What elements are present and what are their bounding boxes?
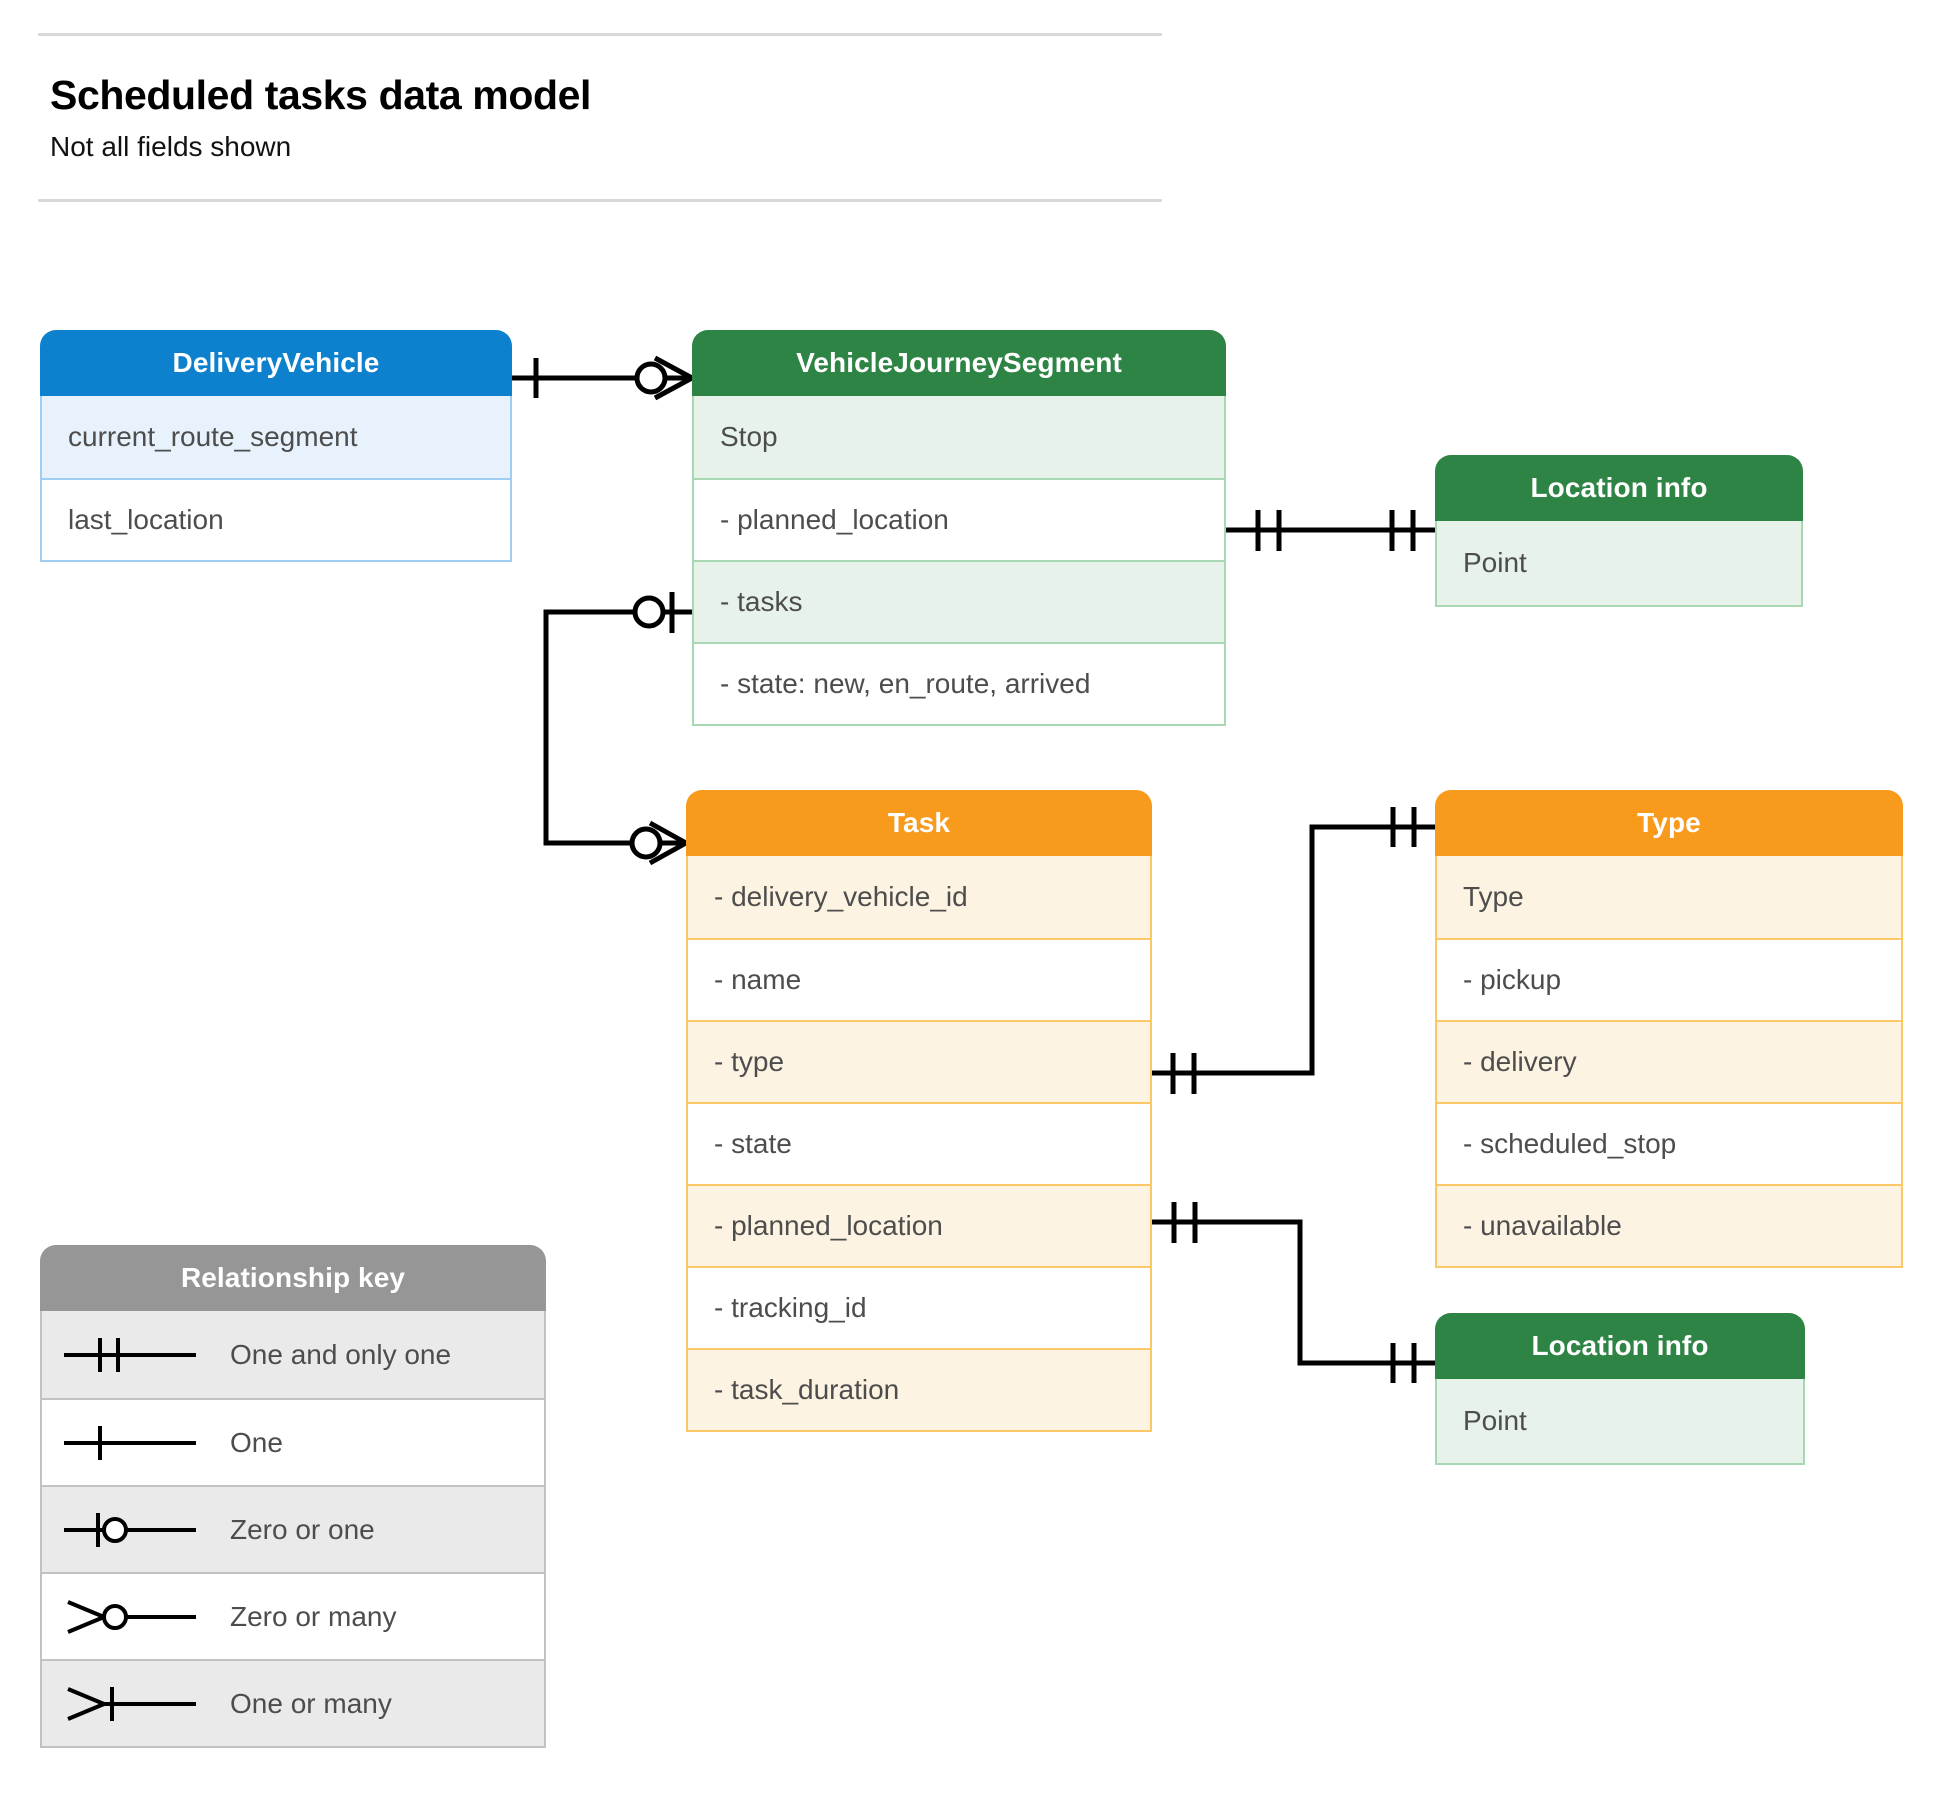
entity-delivery-vehicle[interactable]: DeliveryVehicle current_route_segment la… <box>40 330 512 562</box>
entity-type[interactable]: Type Type - pickup - delivery - schedule… <box>1435 790 1903 1268</box>
field-row[interactable]: - state: new, en_route, arrived <box>694 642 1224 724</box>
legend-title: Relationship key <box>40 1245 546 1311</box>
legend-item-label: One <box>230 1426 283 1458</box>
entity-task-title: Task <box>686 790 1152 856</box>
header-divider-bottom <box>38 199 1162 202</box>
entity-delivery-vehicle-body: current_route_segment last_location <box>40 396 512 562</box>
field-row[interactable]: - type <box>688 1020 1150 1102</box>
zero-or-one-symbol <box>42 1505 230 1555</box>
field-row[interactable]: last_location <box>42 478 510 560</box>
entity-vehicle-journey-segment-title: VehicleJourneySegment <box>692 330 1226 396</box>
entity-vehicle-journey-segment[interactable]: VehicleJourneySegment Stop - planned_loc… <box>692 330 1226 726</box>
field-row[interactable]: - planned_location <box>688 1184 1150 1266</box>
legend-item-label: Zero or one <box>230 1513 375 1545</box>
legend-relationship-key: Relationship key One and only one <box>40 1245 546 1748</box>
field-row[interactable]: Type <box>1437 856 1901 938</box>
legend-item: Zero or many <box>42 1572 544 1659</box>
field-row[interactable]: - state <box>688 1102 1150 1184</box>
page-title: Scheduled tasks data model <box>50 72 591 118</box>
entity-type-title: Type <box>1435 790 1903 856</box>
connector-task-locationinfo-bottom <box>1152 1219 1435 1366</box>
legend-item-label: Zero or many <box>230 1600 397 1632</box>
connector-vjs-task <box>543 609 692 846</box>
legend-item: One <box>42 1398 544 1485</box>
field-row[interactable]: current_route_segment <box>42 396 510 478</box>
entity-location-info-top[interactable]: Location info Point <box>1435 455 1803 607</box>
entity-vehicle-journey-segment-body: Stop - planned_location - tasks - state:… <box>692 396 1226 726</box>
field-row[interactable]: Point <box>1437 521 1801 605</box>
field-row[interactable]: - tasks <box>694 560 1224 642</box>
field-row[interactable]: - name <box>688 938 1150 1020</box>
one-and-only-one-symbol <box>42 1330 230 1380</box>
entity-location-info-top-title: Location info <box>1435 455 1803 521</box>
field-row[interactable]: - planned_location <box>694 478 1224 560</box>
entity-location-info-bottom-title: Location info <box>1435 1313 1805 1379</box>
entity-location-info-bottom[interactable]: Location info Point <box>1435 1313 1805 1465</box>
entity-delivery-vehicle-title: DeliveryVehicle <box>40 330 512 396</box>
page-subtitle: Not all fields shown <box>50 131 292 162</box>
legend-body: One and only one One <box>40 1311 546 1748</box>
legend-item: One and only one <box>42 1311 544 1398</box>
field-row[interactable]: - task_duration <box>688 1348 1150 1430</box>
field-row[interactable]: - delivery <box>1437 1020 1901 1102</box>
legend-item: Zero or one <box>42 1485 544 1572</box>
field-row[interactable]: - delivery_vehicle_id <box>688 856 1150 938</box>
entity-task-body: - delivery_vehicle_id - name - type - st… <box>686 856 1152 1432</box>
field-row[interactable]: - scheduled_stop <box>1437 1102 1901 1184</box>
header-divider-top <box>38 33 1162 36</box>
legend-item: One or many <box>42 1659 544 1746</box>
legend-item-label: One and only one <box>230 1338 452 1370</box>
field-row[interactable]: - pickup <box>1437 938 1901 1020</box>
entity-task[interactable]: Task - delivery_vehicle_id - name - type… <box>686 790 1152 1432</box>
legend-item-label: One or many <box>230 1687 392 1719</box>
field-row[interactable]: - tracking_id <box>688 1266 1150 1348</box>
field-row[interactable]: Stop <box>694 396 1224 478</box>
one-or-many-symbol <box>42 1679 230 1729</box>
field-row[interactable]: - unavailable <box>1437 1184 1901 1266</box>
entity-type-body: Type - pickup - delivery - scheduled_sto… <box>1435 856 1903 1268</box>
field-row[interactable]: Point <box>1437 1379 1803 1463</box>
entity-location-info-bottom-body: Point <box>1435 1379 1805 1465</box>
zero-or-many-symbol <box>42 1592 230 1642</box>
one-symbol <box>42 1418 230 1468</box>
connector-task-type <box>1152 824 1435 1076</box>
entity-location-info-top-body: Point <box>1435 521 1803 607</box>
